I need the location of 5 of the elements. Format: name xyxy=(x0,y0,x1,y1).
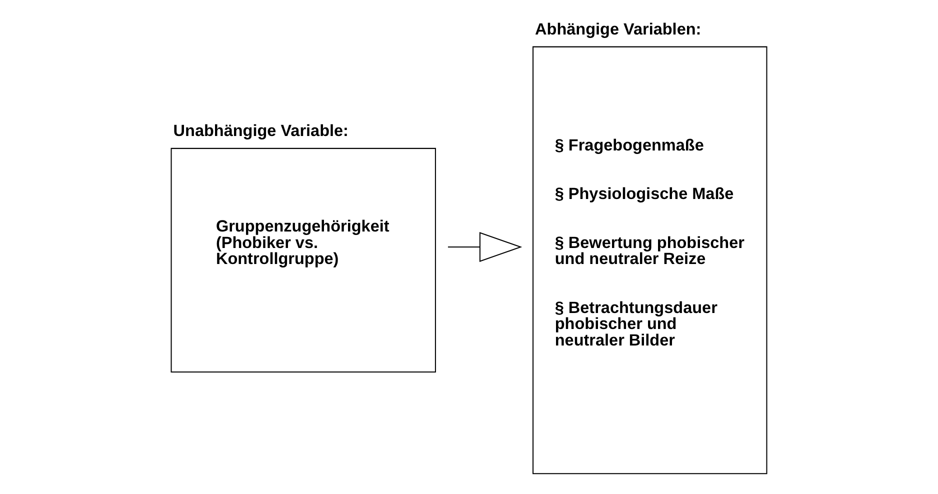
node-box: Gruppenzugehörigkeit (Phobiker vs. Kontrollgruppe) xyxy=(170,148,436,372)
node-label: Unabhängige Variable: xyxy=(173,122,348,140)
node-box: § Fragebogenmaße § Physiologische Maße § Bewertung phobischer und neutraler Reize § Betrachtungsdauer phobischer und neutraler Bilder xyxy=(532,46,768,474)
arrow xyxy=(448,232,522,262)
node-label: Abhängige Variablen: xyxy=(535,20,702,38)
